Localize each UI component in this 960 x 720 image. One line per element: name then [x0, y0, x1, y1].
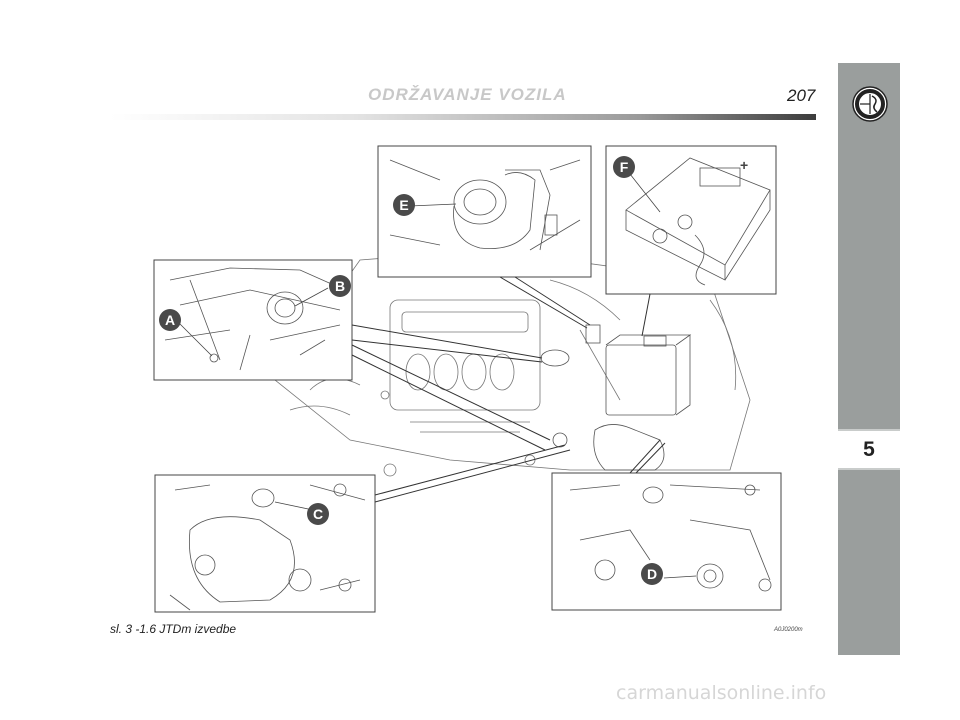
side-band	[838, 63, 900, 655]
svg-text:A: A	[165, 312, 175, 328]
inset-c	[154, 474, 376, 613]
inset-e	[377, 145, 592, 278]
image-code: A0J0200m	[774, 627, 803, 633]
section-title: ODRŽAVANJE VOZILA	[368, 85, 567, 104]
battery-main-drawing	[605, 334, 692, 416]
header-rule	[110, 114, 816, 120]
chapter-tab[interactable]: 5	[838, 429, 900, 470]
engine-bay-drawing	[274, 249, 751, 477]
svg-text:B: B	[335, 278, 345, 294]
figure-caption: sl. 3 -1.6 JTDm izvedbe	[110, 622, 237, 636]
leader-lines	[351, 276, 666, 503]
callout-e: E	[393, 194, 415, 216]
callout-c: C	[307, 503, 329, 525]
battery-plus-sign: +	[740, 157, 748, 173]
svg-text:E: E	[399, 197, 408, 213]
page-number: 207	[787, 86, 816, 105]
callout-a: A	[159, 309, 181, 331]
engine-compartment-figure: + A B C D E F	[153, 145, 782, 613]
inset-a-b	[153, 259, 353, 381]
callout-d: D	[641, 563, 663, 585]
callout-b: B	[329, 275, 351, 297]
coolant-tank-main-drawing	[540, 324, 665, 471]
svg-text:F: F	[620, 159, 629, 175]
inset-d	[551, 472, 782, 611]
svg-text:C: C	[313, 506, 323, 522]
alfa-romeo-badge-icon	[852, 86, 888, 122]
footer-watermark: carmanualsonline.info	[616, 682, 827, 704]
callout-f: F	[613, 156, 635, 178]
svg-text:D: D	[647, 566, 657, 582]
